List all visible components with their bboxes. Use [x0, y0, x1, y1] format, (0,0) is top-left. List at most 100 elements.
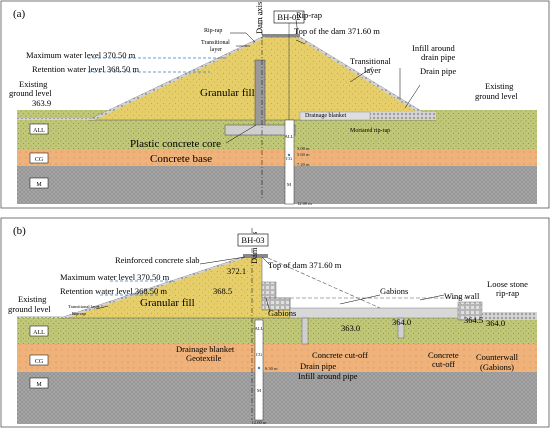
existing-left-label-a-2: ground level	[9, 88, 52, 98]
layer-all-label-a: ALL	[33, 128, 45, 134]
layer-cg-b	[17, 344, 537, 372]
borehole-box-b	[237, 233, 269, 247]
layer-cg-a	[17, 150, 537, 166]
panel-tag-a: (a)	[13, 8, 26, 20]
plastic-concrete-core-a	[254, 59, 266, 131]
elev-364c-label-b: 364.0	[486, 318, 505, 328]
drain-pipe-label-a: Drain pipe	[420, 66, 456, 76]
granular-fill-label-a: Granular fill	[200, 87, 255, 99]
layer-cg-box-b	[29, 354, 49, 366]
existing-right-label-a-2: ground level	[475, 91, 518, 101]
concrete-base-a	[224, 124, 296, 136]
leader-gabions2-b	[339, 294, 381, 305]
leader-wing-wall-b	[419, 294, 445, 301]
layer-m-box-b	[29, 377, 49, 389]
bh-depth2-a: 5.60 m	[297, 152, 310, 157]
borehole-column-a	[284, 119, 295, 205]
gabions-label-b-2: Gabions	[380, 286, 408, 296]
existing-left-label-b-1: Existing	[18, 294, 47, 304]
leader-drain-pipe-a	[404, 84, 421, 109]
leader-core-a	[225, 124, 257, 144]
drainage-blanket-a	[299, 111, 371, 121]
bh-cg-b: CG	[256, 352, 263, 357]
bh-depth3-a: 7.20 m	[297, 162, 310, 167]
elev-368-label-b: 368.5	[213, 286, 232, 296]
counterwall-label-b-1: Counterwall	[476, 352, 519, 362]
layer-cg-label-b: CG	[35, 359, 44, 365]
apron-b	[289, 307, 471, 319]
bh-cg-a: CG	[286, 156, 293, 161]
max-water-label-b: Maximum water level 370.50 m	[60, 272, 170, 282]
panel-tag-b: (b)	[13, 225, 26, 237]
leader-transitional-right-a	[349, 66, 374, 83]
existing-right-label-a-1: Existing	[485, 81, 514, 91]
wing-wall-label-b: Wing wall	[444, 291, 480, 301]
reinforced-slab-label-b: Reinforced concrete slab	[115, 255, 200, 265]
granular-fill-label-b: Granular fill	[140, 297, 195, 309]
layer-m-b	[17, 372, 537, 424]
leader-riprap-right-a	[295, 19, 299, 35]
layer-m-a	[17, 166, 537, 204]
bh-m-a: M	[287, 182, 291, 187]
layer-cg-box-a	[29, 152, 49, 164]
bh-depth1-b: 6.30 m	[265, 366, 278, 371]
panel-b: Dam axis BH-03 ALL CG M 6.30 m 12.00 m (…	[0, 217, 550, 428]
leader-top-dam-b	[261, 256, 271, 266]
existing-left-label-a-1: Existing	[19, 79, 48, 89]
bh-water-dot-a	[287, 153, 291, 157]
infill-label-b: Infill around pipe	[298, 371, 358, 381]
leader-gabions1-b	[265, 297, 271, 313]
loose-stone-b	[482, 312, 537, 320]
layer-all-box-a	[29, 123, 49, 135]
plastic-core-label-a: Plastic concrete core	[130, 138, 221, 150]
riprap-downstream-a	[296, 37, 436, 120]
gabions-step2-b	[261, 297, 291, 311]
drainage-blanket-label-b: Drainage blanket	[176, 344, 235, 354]
infill-label-a-2: drain pipe	[421, 52, 455, 62]
layer-cg-label-a: CG	[35, 157, 44, 163]
mortared-label-a: Mortared rip-rap	[350, 128, 390, 134]
riprap-upstream-a	[88, 37, 266, 120]
bh-water-dot-b	[257, 366, 261, 370]
transitional-label-b: Transitional layer	[68, 304, 100, 309]
top-dam-label-a: Top of the dam 371.60 m	[294, 26, 380, 36]
bh-m-b: M	[257, 388, 261, 393]
borehole-label-b: BH-03	[241, 235, 264, 245]
left-ground-riprap-b	[17, 316, 68, 318]
drain-pipe-label-b: Drain pipe	[300, 361, 336, 371]
counterwall-b	[457, 301, 483, 321]
borehole-box-a	[273, 10, 305, 24]
layer-m-box-a	[29, 177, 49, 189]
existing-left-label-b-2: ground level	[8, 304, 51, 314]
riprap-upstream-b	[60, 257, 248, 318]
geotextile-label-b: Geotextile	[186, 353, 222, 363]
transitional-right-label-a-1: Transitional	[350, 56, 391, 66]
drainage-blanket-label-a: Drainage blanket	[305, 113, 346, 119]
riprap-right-label-a: Rip-rap	[296, 10, 322, 20]
layer-m-label-a: M	[36, 182, 42, 188]
crest-a	[262, 34, 300, 37]
reinforced-slab-b	[243, 254, 268, 258]
bh-all-b: ALL	[255, 326, 264, 331]
riprap-left-label-a: Rip-rap	[204, 28, 222, 34]
transitional-left-label-a-1: Transitional	[201, 40, 230, 46]
left-ground-riprap-a	[17, 118, 95, 120]
elev-364b-label-b: 364.5	[464, 315, 483, 325]
elev-363-label-b: 363.0	[341, 323, 360, 333]
elev-372-label-b: 372.1	[227, 266, 246, 276]
cutoff-1-b	[301, 317, 309, 345]
infill-label-a-1: Infill around	[412, 43, 455, 53]
mortared-riprap-a	[360, 112, 436, 120]
dam-axis-label-a: Dam axis	[254, 2, 264, 34]
bh-all-a: ALL	[285, 134, 294, 139]
retention-water-label-a: Retention water level 368.50 m	[32, 64, 139, 74]
bh-depth4-a: 12.00 m	[297, 201, 312, 206]
borehole-column-b	[254, 319, 264, 421]
borehole-label-a: BH-02	[277, 12, 300, 22]
layer-all-b	[17, 318, 537, 344]
counterwall-label-b-2: (Gabions)	[480, 362, 514, 372]
layer-m-label-b: M	[36, 382, 42, 388]
gabions-label-b-1: Gabions	[268, 308, 296, 318]
top-dam-label-b: Top of dam 371.60 m	[268, 260, 342, 270]
cutoff-label-b-2b: cut-off	[432, 359, 455, 369]
